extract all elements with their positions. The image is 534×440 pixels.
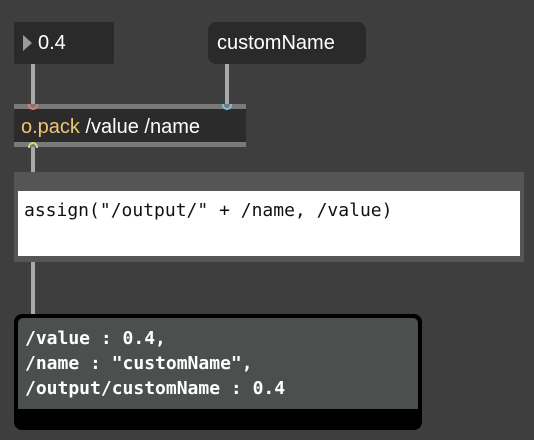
pack-inlet-left[interactable]: [28, 104, 38, 110]
display-line: /output/customName : 0.4: [25, 378, 286, 399]
pack-arguments: /value /name: [85, 116, 201, 138]
pack-class-name: o.pack: [21, 116, 80, 138]
display-content: /value : 0.4, /name : "customName", /outpu…: [18, 318, 418, 409]
display-line: /name : "customName",: [25, 353, 253, 374]
codebox-editor[interactable]: assign("/output/" + /name, /value): [18, 191, 520, 256]
pack-object-text: o.pack /value /name: [21, 115, 200, 139]
message-box-text: customName: [217, 32, 335, 54]
expression-codebox[interactable]: assign("/output/" + /name, /value): [14, 172, 524, 262]
number-box-value: 0.4: [38, 32, 66, 54]
patch-cord-codebox-to-display[interactable]: [31, 262, 35, 314]
number-box[interactable]: 0.4: [14, 22, 114, 64]
display-lines: /value : 0.4, /name : "customName", /outpu…: [25, 326, 285, 401]
patch-cord-message-to-pack[interactable]: [225, 64, 229, 104]
pack-outlet[interactable]: [28, 142, 38, 148]
display-object[interactable]: /value : 0.4, /name : "customName", /outpu…: [14, 314, 422, 430]
display-line: /value : 0.4,: [25, 328, 166, 349]
number-box-triangle-icon: [23, 35, 32, 51]
patch-cord-pack-to-codebox[interactable]: [31, 147, 35, 172]
codebox-expression: assign("/output/" + /name, /value): [24, 200, 393, 221]
pack-object[interactable]: o.pack /value /name: [14, 104, 246, 147]
message-box[interactable]: customName: [208, 22, 366, 64]
pack-inlet-right[interactable]: [222, 104, 232, 110]
patch-cord-number-to-pack[interactable]: [31, 64, 35, 104]
